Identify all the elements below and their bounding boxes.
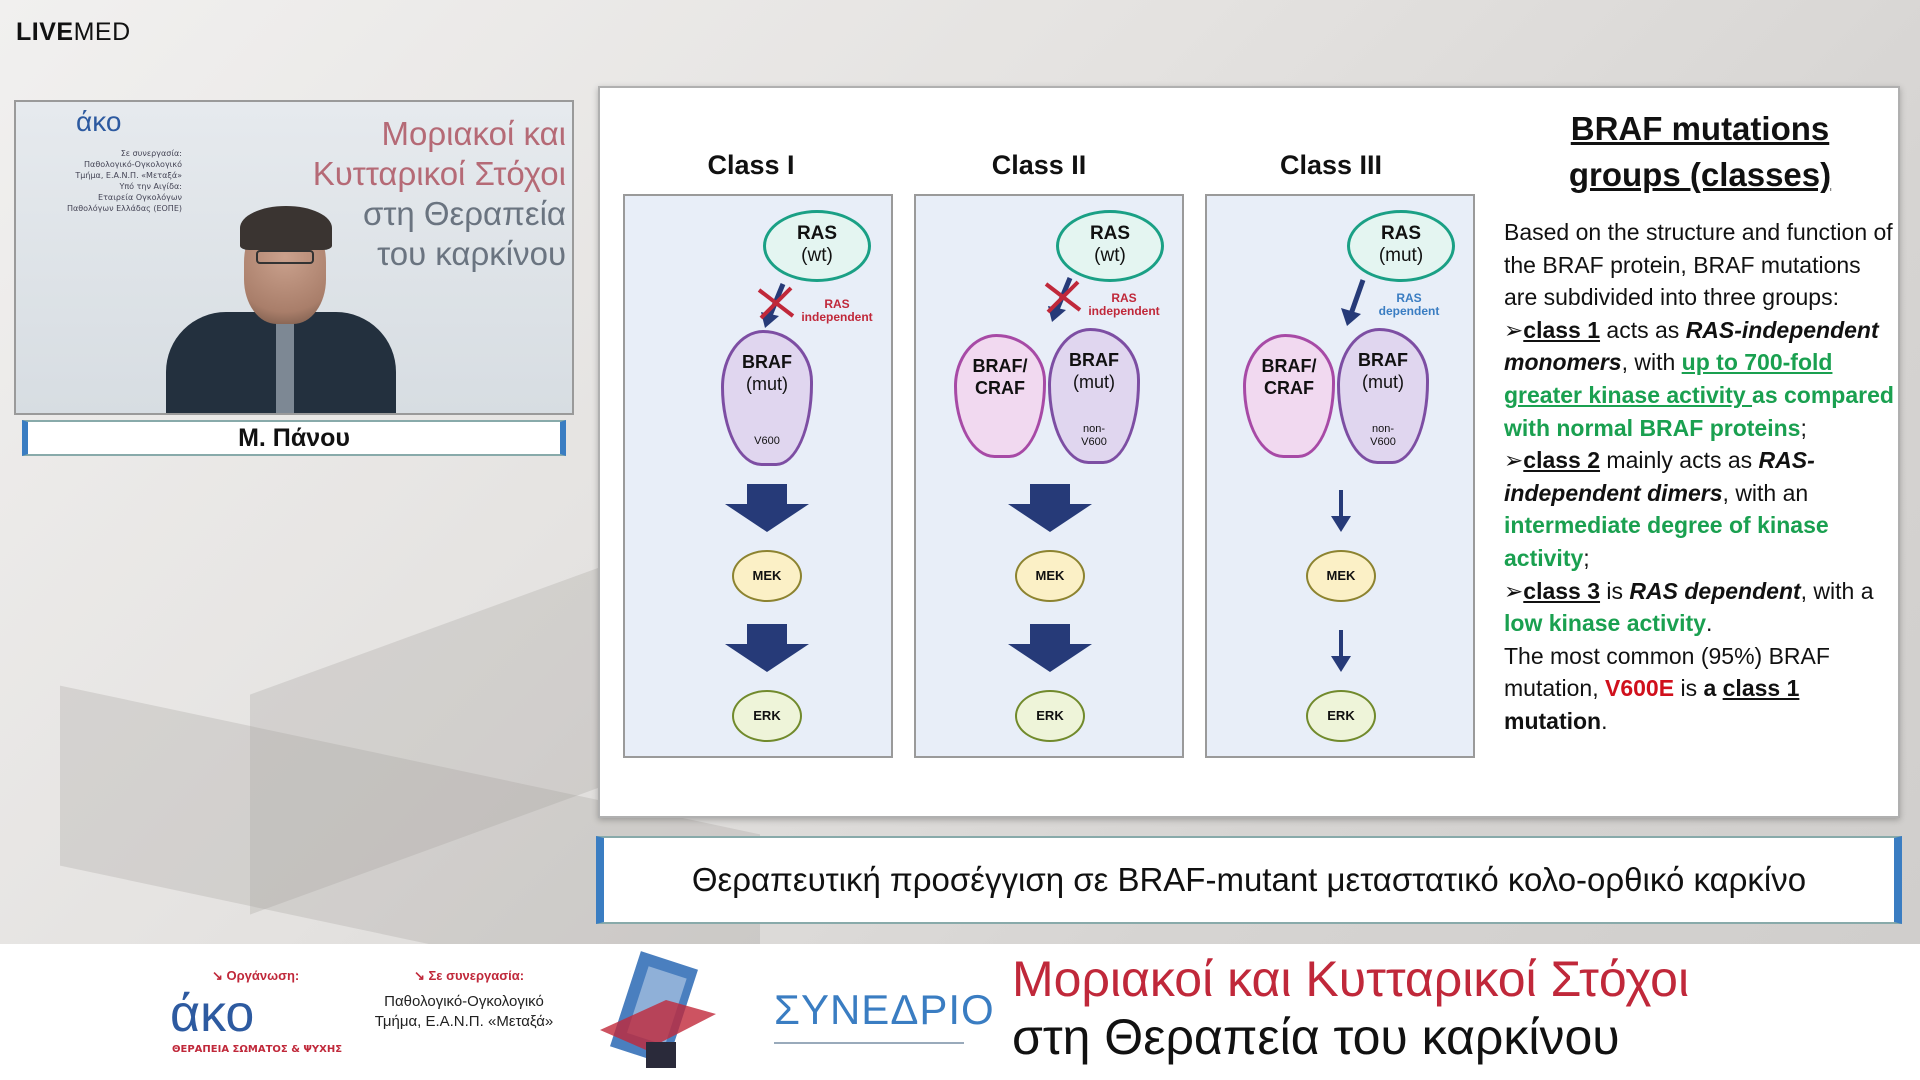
organizer-logo: άκο [170,985,255,1043]
poster-title: Μοριακοί και Κυτταρικοί Στόχοι στη Θεραπ… [312,115,566,272]
thin-arrow-icon [1331,490,1351,532]
blocked-arrow-icon [757,283,795,328]
braf-dimer: BRAF(mut) non- V600 [1048,328,1140,464]
organizer-logo-subtitle: ΘΕΡΑΠΕΙΑ ΣΩΜΑΤΟΣ & ΨΥΧΗΣ [172,1044,343,1055]
braf-monomer: BRAF(mut) V600 [721,330,813,466]
thick-arrow-icon [1008,484,1092,532]
craf-partner: BRAF/CRAF [1243,334,1335,458]
organizer-label: ↘ Οργάνωση: [212,968,300,983]
livemed-logo: LIVEMED [16,18,131,46]
collaboration-label: ↘ Σε συνεργασία: [414,968,525,983]
mek-node: MEK [1015,550,1085,602]
thick-arrow-icon [1008,624,1092,672]
divider [774,1042,964,1044]
thick-arrow-icon [725,624,809,672]
thick-arrow-icon [725,484,809,532]
speaker-figure [166,206,396,413]
mek-node: MEK [732,550,802,602]
craf-partner: BRAF/CRAF [954,334,1046,458]
braf-dimer: BRAF(mut) non- V600 [1337,328,1429,464]
speaker-video: άκο Σε συνεργασία: Παθολογικό-Ογκολογικό… [14,100,574,415]
slide-body-text: Based on the structure and function of t… [1504,219,1894,734]
class-title: Class I [707,150,795,180]
ras-oval: RAS(wt) [763,210,871,282]
blocked-arrow-icon [1044,277,1082,322]
poster-notes: Σε συνεργασία: Παθολογικό-Ογκολογικό Τμή… [66,149,182,213]
class-title: Class II [991,150,1087,180]
arrow-down-icon [1341,279,1366,326]
erk-node: ERK [1306,690,1376,742]
erk-node: ERK [1015,690,1085,742]
mek-node: MEK [1306,550,1376,602]
ras-oval: RAS(wt) [1056,210,1164,282]
conference-title-line1: Μοριακοί και Κυτταρικοί Στόχοι [1012,951,1690,1007]
collaboration-text: Παθολογικό-Ογκολογικό Τμήμα, Ε.Α.Ν.Π. «Μ… [374,993,554,1030]
poster-logo: άκο [76,106,122,137]
slide-heading: BRAF mutations groups (classes) [1568,110,1832,193]
ras-oval: RAS(mut) [1347,210,1455,282]
conference-title-line2: στη Θεραπεία του καρκίνου [1012,1009,1620,1065]
speaker-nameplate: Μ. Πάνου [22,420,566,456]
conference-art-icon [600,951,716,1068]
thin-arrow-icon [1331,630,1351,672]
conference-label: ΣΥΝΕΔΡΙΟ [774,986,995,1033]
class-title: Class III [1279,150,1383,180]
conference-footer: ↘ Οργάνωση: άκο ΘΕΡΑΠΕΙΑ ΣΩΜΑΤΟΣ & ΨΥΧΗΣ… [0,944,1920,1080]
lecture-caption: Θεραπευτική προσέγγιση σε BRAF-mutant με… [596,836,1902,924]
erk-node: ERK [732,690,802,742]
